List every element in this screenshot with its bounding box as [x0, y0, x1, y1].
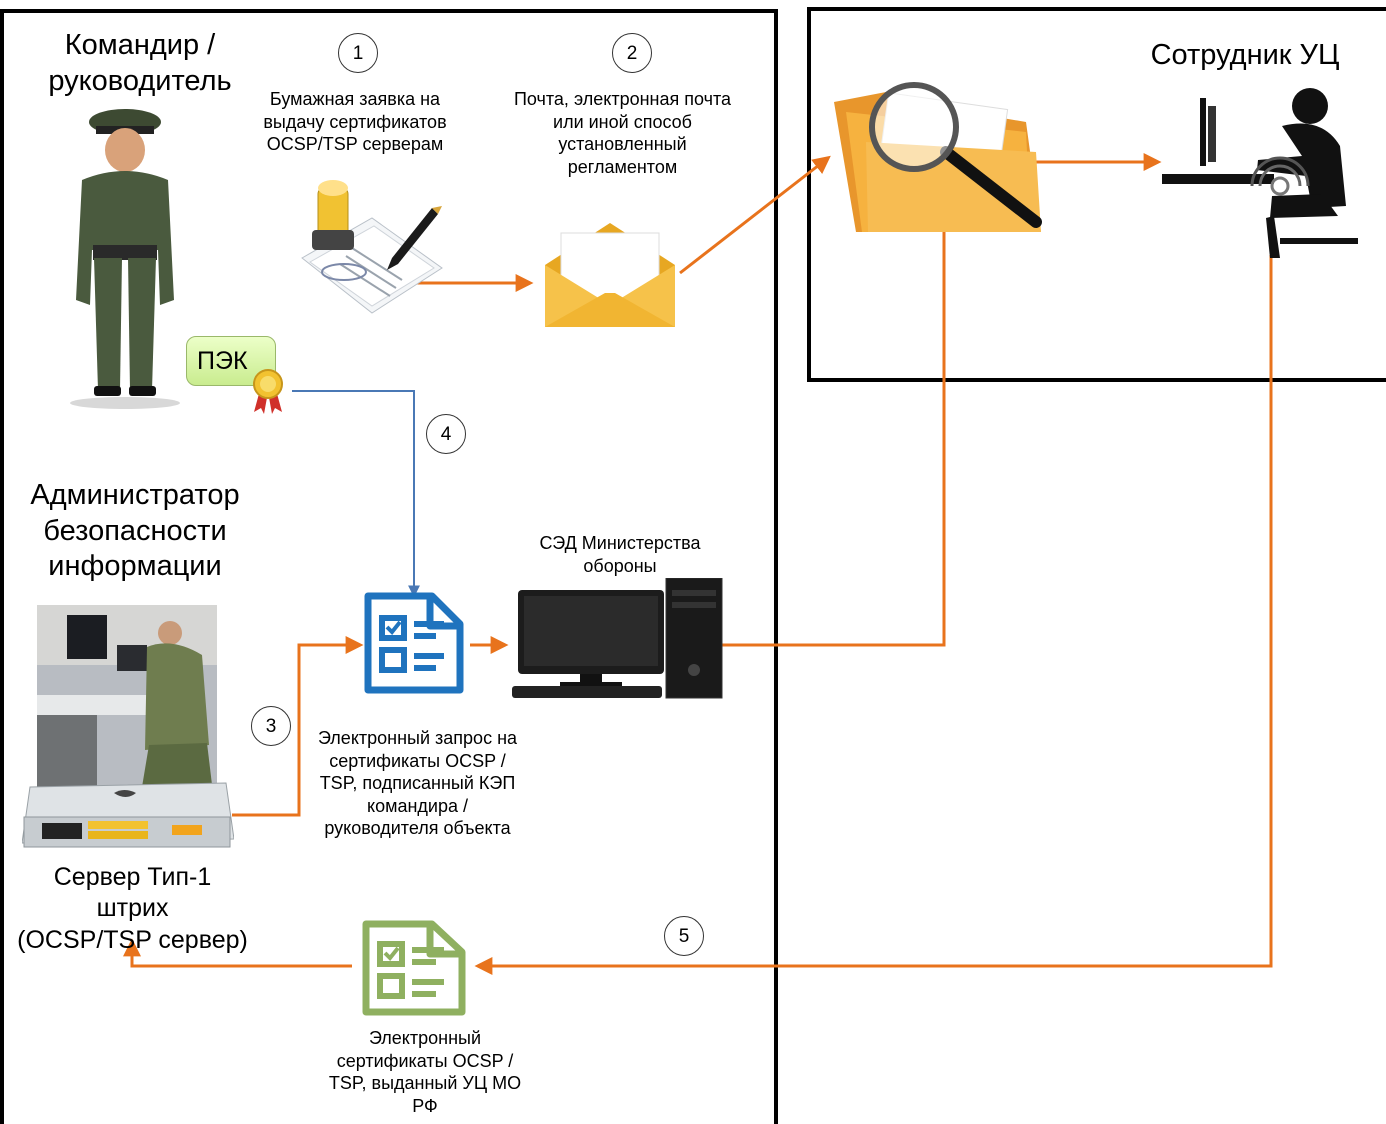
step-2-marker: 2	[612, 33, 652, 73]
folders-magnifier-icon	[834, 82, 1042, 232]
employee-title: Сотрудник УЦ	[1150, 39, 1340, 71]
step-5-marker: 5	[664, 916, 704, 956]
arrow-employee-to-issued	[474, 255, 1273, 975]
paper-request-caption: Бумажная заявка на выдачу сертификатов O…	[263, 89, 447, 154]
arrow-pek-to-request	[292, 390, 420, 598]
mail-caption: Почта, электронная почта или иной способ…	[513, 89, 732, 177]
server-icon	[22, 782, 234, 848]
employee-silhouette-icon	[1162, 88, 1358, 258]
paper-request-stamp-icon	[301, 180, 443, 314]
commander-title: Командир / руководитель	[48, 29, 232, 97]
sed-caption: СЭД Министерства обороны	[539, 533, 701, 576]
arrow-server-to-request	[232, 636, 364, 817]
issued-cert-caption: Электронный сертификаты OCSP / TSP, выда…	[328, 1028, 522, 1116]
left-panel-frame	[0, 9, 778, 1124]
step-1-marker: 1	[338, 33, 378, 73]
admin-title: Администратор безопасности информации	[30, 479, 240, 583]
electronic-request-doc-icon	[364, 592, 464, 694]
mail-envelope-icon	[545, 223, 675, 327]
line-sed-to-archive	[722, 210, 946, 647]
right-panel-frame	[807, 7, 1386, 382]
arrow-issued-to-server	[123, 938, 352, 968]
step-4-marker: 4	[426, 414, 466, 454]
computer-icon	[512, 578, 723, 699]
pek-badge: ПЭК	[186, 336, 276, 386]
admin-photo	[37, 605, 217, 793]
commander-figure-icon	[70, 109, 180, 409]
seal-ribbon-icon	[253, 369, 283, 414]
electronic-request-caption: Электронный запрос на сертификаты OCSP /…	[317, 728, 518, 838]
step-3-marker: 3	[251, 706, 291, 746]
server-caption: Сервер Тип-1 штрих (OCSP/TSP сервер)	[17, 863, 248, 954]
issued-cert-doc-icon	[362, 920, 466, 1016]
arrow-mail-to-archive	[679, 155, 831, 275]
